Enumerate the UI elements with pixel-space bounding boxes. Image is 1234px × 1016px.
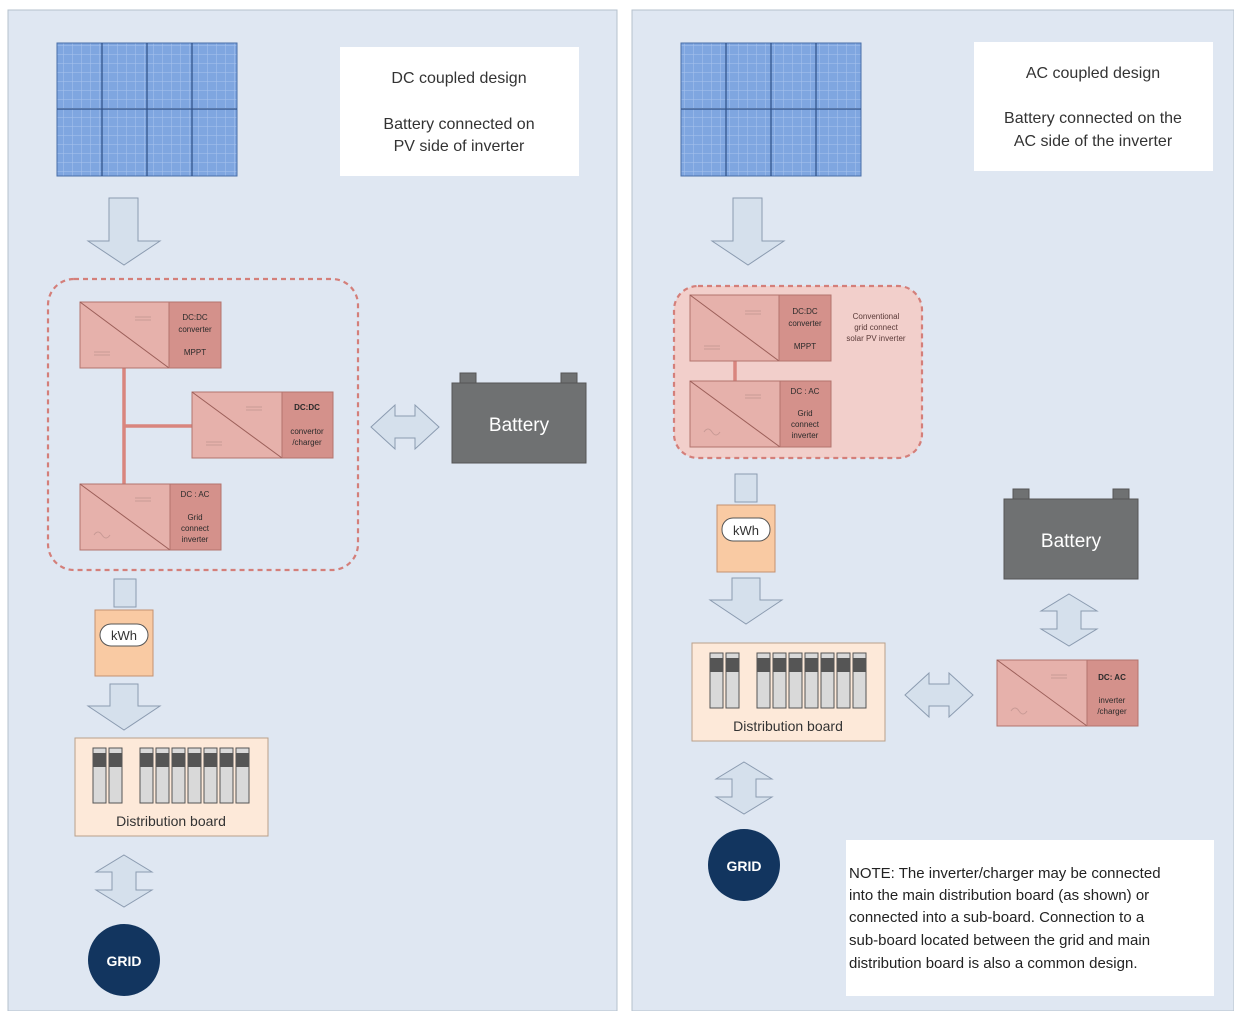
dc-arrow-battery [370,403,440,451]
ac-conv1-label-3: MPPT [794,342,816,351]
dc-meter-label: kWh [111,628,137,643]
dc-battery-label: Battery [489,415,550,436]
ac-connector [734,473,758,503]
ac-arrow-meter-down [708,577,784,625]
dc-converter-charger: DC:DC convertor /charger [191,391,334,459]
dc-conv3-label-2: Grid [187,513,202,522]
ac-note-line-4: sub-board located between the grid and m… [849,932,1150,949]
ac-group-note-2: grid connect [854,323,898,332]
ac-charger-label-1: DC: AC [1098,673,1126,682]
dc-subtitle-line2: PV side of inverter [394,138,525,155]
ac-arrow-charger [904,671,974,719]
ac-group-note-1: Conventional [853,312,900,321]
ac-charger-label-3: /charger [1097,707,1127,716]
ac-panel: AC coupled design Battery connected on t… [631,9,1234,1012]
dc-converter-mppt: DC:DC converter MPPT [79,301,222,369]
dc-distribution-board: Distribution board [74,737,269,837]
ac-inverter-charger: DC: AC inverter /charger [996,659,1139,727]
dc-conv3-label-3: connect [181,524,210,533]
dc-conv1-label-1: DC:DC [182,313,208,322]
ac-meter-label: kWh [733,523,759,538]
ac-subtitle-line1: Battery connected on the [1004,110,1182,127]
ac-conv2-label-3: connect [791,420,820,429]
ac-note-line-3: connected into a sub-board. Connection t… [849,909,1145,926]
dc-arrow-grid [94,854,154,908]
ac-solar-panel [680,42,862,177]
dc-subtitle-line1: Battery connected on [383,116,534,133]
ac-converter-mppt: DC:DC converter MPPT [689,294,832,362]
ac-arrow-solar-down [710,197,786,266]
dc-arrow-meter-down [86,683,162,731]
ac-conv2-label-2: Grid [797,409,812,418]
ac-group-note-3: solar PV inverter [846,334,905,343]
ac-converter-grid-inverter: DC : AC Grid connect inverter [689,380,832,448]
dc-panel: DC coupled design Battery connected on P… [7,9,618,1012]
dc-arrow-solar-down [86,197,162,266]
dc-solar-panel [56,42,238,177]
ac-note-line-5: distribution board is also a common desi… [849,955,1138,972]
dc-conv2-label-1: DC:DC [294,403,320,412]
ac-conv2-label-4: inverter [792,431,819,440]
ac-conv1-label-1: DC:DC [792,307,818,316]
dc-converter-grid-inverter: DC : AC Grid connect inverter [79,483,222,551]
dc-title: DC coupled design [391,70,526,87]
dc-inverter-group [46,277,360,572]
dc-conv2-label-2: convertor [290,427,324,436]
ac-grid-label: GRID [727,858,762,874]
dc-conv1-label-2: converter [178,325,212,334]
ac-conv1-label-2: converter [788,319,822,328]
ac-distribution-board: Distribution board [691,642,886,742]
ac-note-line-2: into the main distribution board (as sho… [849,887,1149,904]
dc-conv1-label-3: MPPT [184,348,206,357]
dc-battery: Battery [451,372,587,464]
dc-conv3-label-1: DC : AC [181,490,210,499]
ac-arrow-grid [714,761,774,815]
dc-breakers [92,747,250,804]
ac-battery: Battery [1003,488,1139,580]
dc-board-label: Distribution board [116,813,226,829]
ac-title: AC coupled design [1026,65,1160,82]
ac-breakers [709,652,867,709]
dc-title-box: DC coupled design Battery connected on P… [340,47,579,176]
dc-conv3-label-4: inverter [182,535,209,544]
ac-note-box: NOTE: The inverter/charger may be connec… [846,840,1214,996]
dc-kwh-meter: kWh [94,609,154,677]
dc-grid: GRID [88,924,160,996]
ac-subtitle-line2: AC side of the inverter [1014,133,1173,150]
dc-bus-lines [122,368,192,484]
ac-grid: GRID [708,829,780,901]
ac-conv2-label-1: DC : AC [791,387,820,396]
ac-board-label: Distribution board [733,718,843,734]
ac-note-line-1: NOTE: The inverter/charger may be connec… [849,865,1161,882]
dc-conv2-label-3: /charger [292,438,322,447]
ac-battery-label: Battery [1041,531,1102,552]
ac-arrow-battery [1039,593,1099,647]
dc-connector [113,578,137,608]
ac-title-box: AC coupled design Battery connected on t… [974,42,1213,171]
ac-kwh-meter: kWh [716,504,776,573]
ac-charger-label-2: inverter [1099,696,1126,705]
dc-grid-label: GRID [107,953,142,969]
